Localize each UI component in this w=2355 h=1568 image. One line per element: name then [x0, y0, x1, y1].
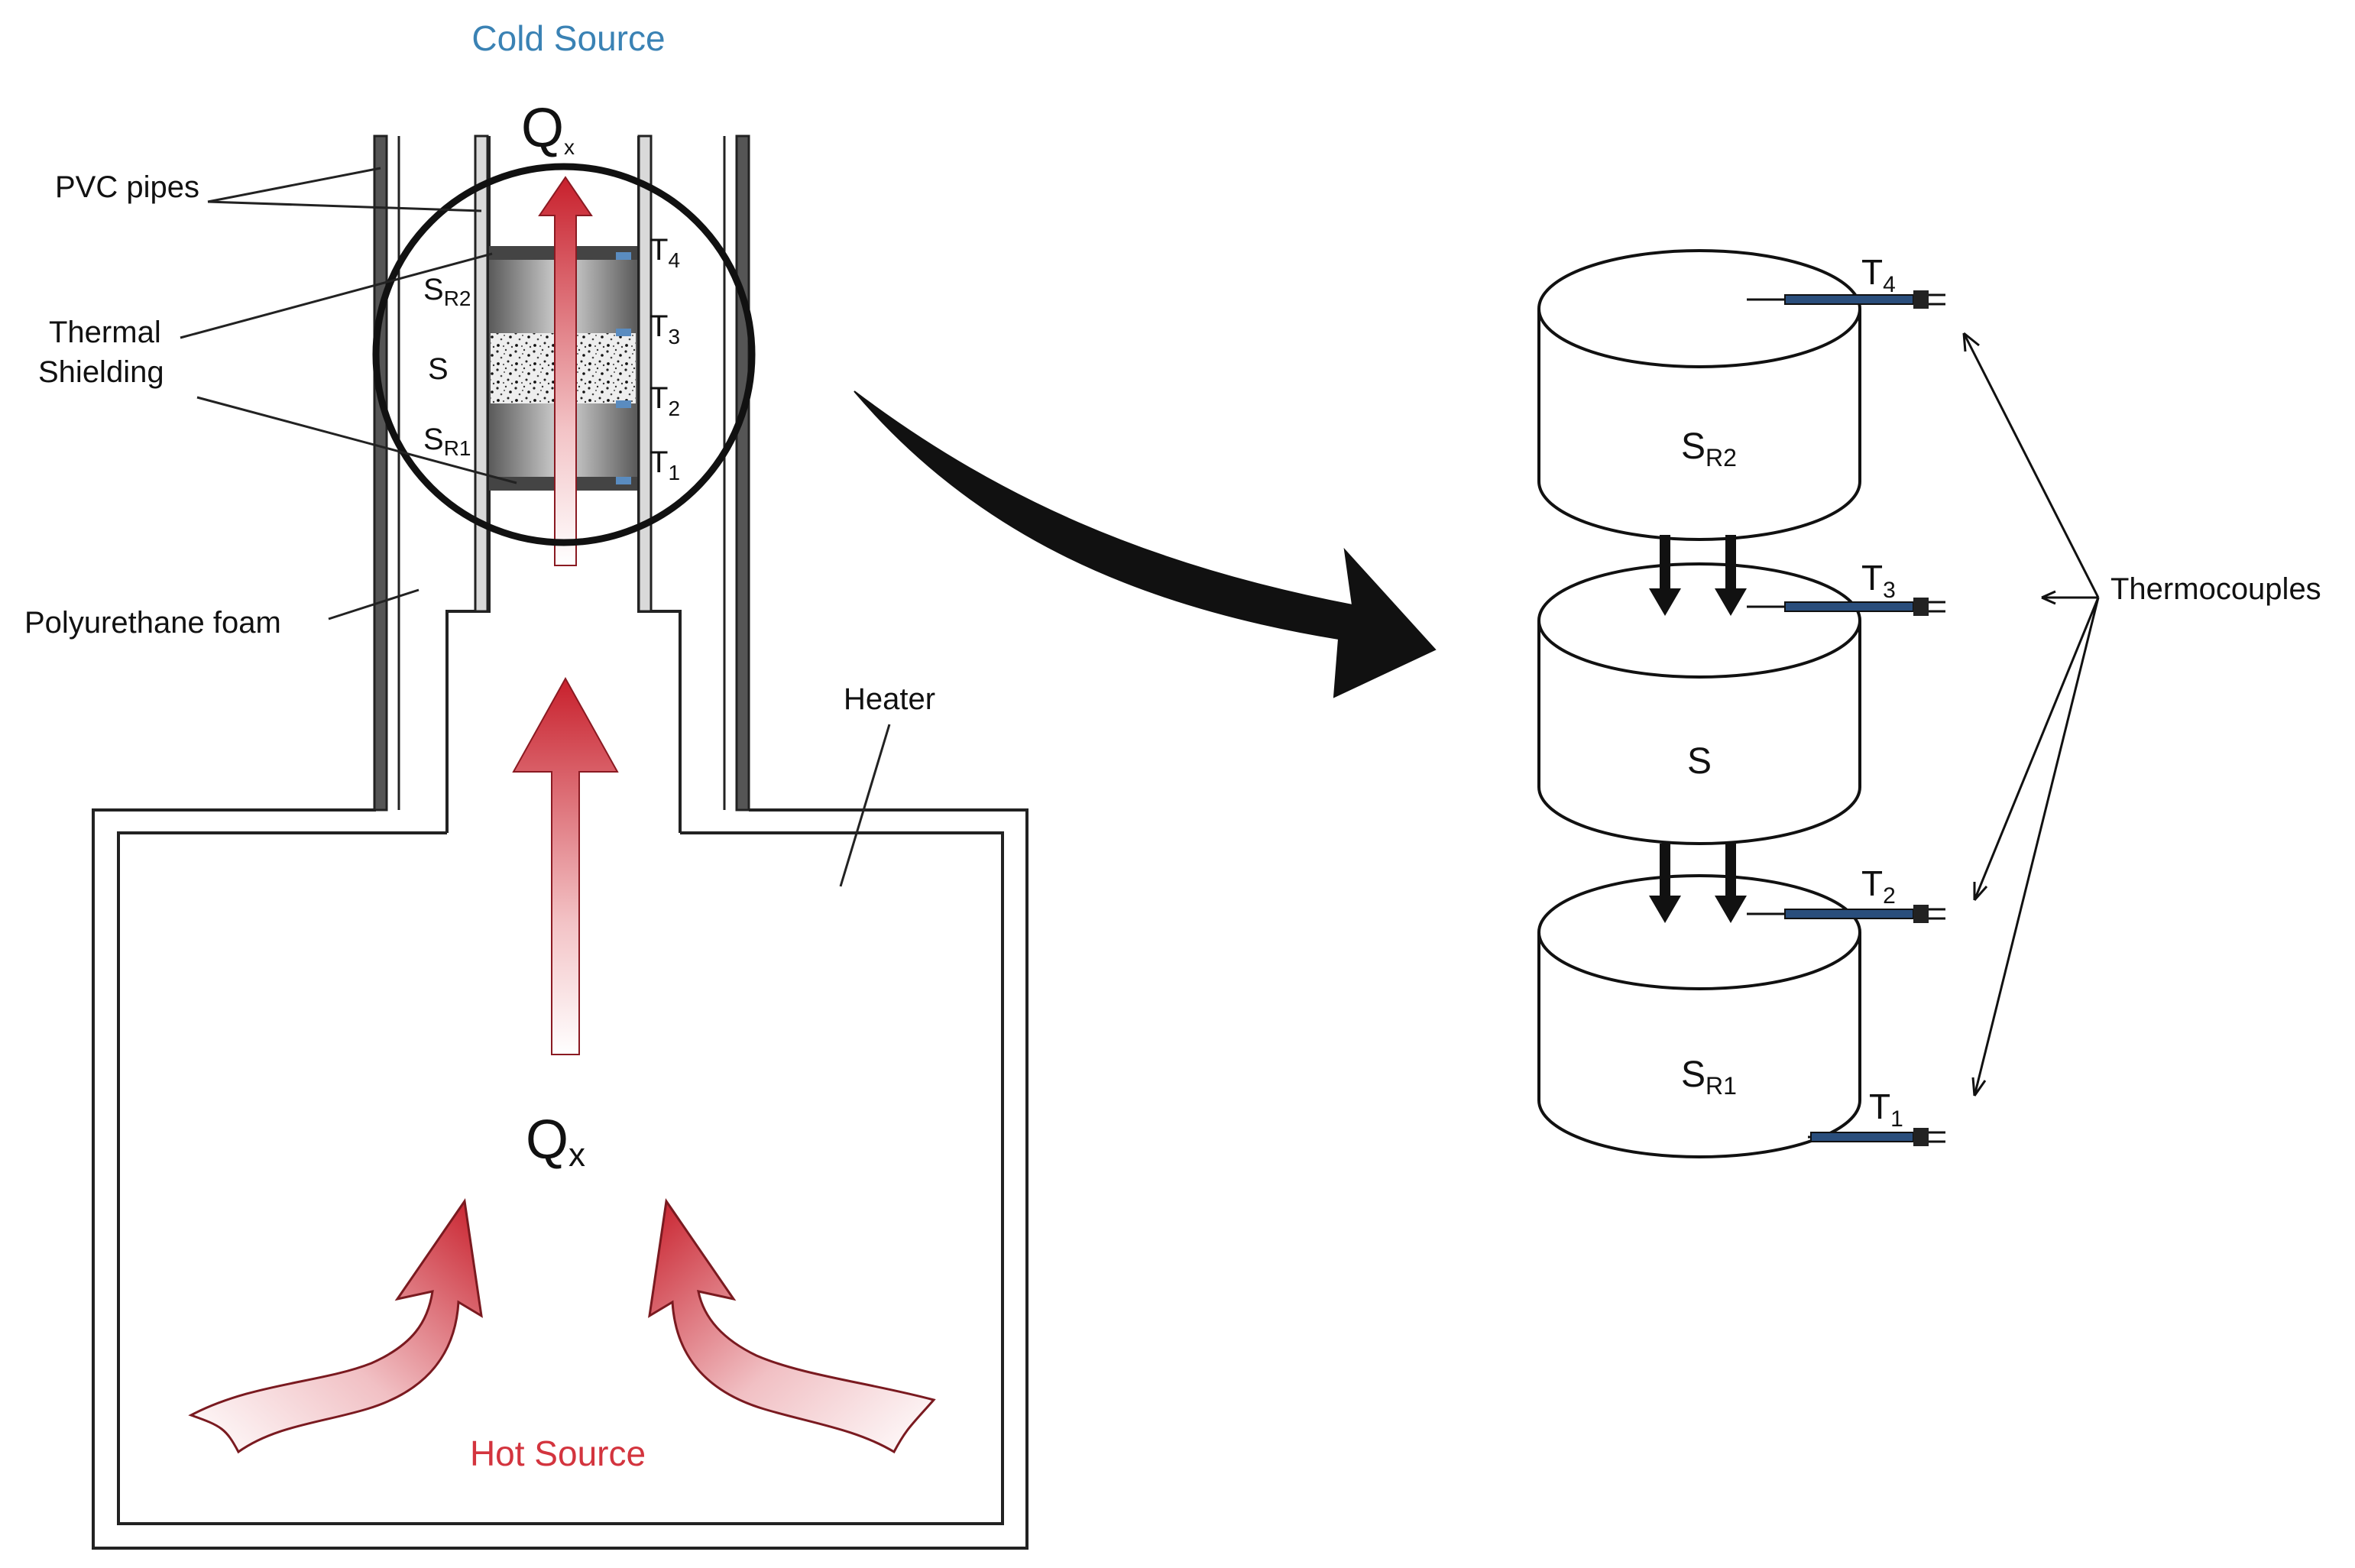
tc-tab-1 — [616, 477, 631, 484]
tc-tab-4 — [616, 252, 631, 260]
thermocouple-probe-t4 — [1747, 290, 1945, 309]
thermocouple-probe-t2 — [1747, 905, 1945, 923]
leader-shield-2 — [196, 396, 517, 484]
down-arrows-lower — [1649, 844, 1747, 923]
stack-label-t1: T1 — [649, 445, 680, 484]
thermocouple-probe-t3 — [1747, 598, 1945, 616]
down-arrows-upper — [1649, 535, 1747, 616]
tc-tab-3 — [616, 329, 631, 336]
heat-flow-arrow-main — [512, 676, 619, 1055]
magnifier-circle — [372, 163, 756, 546]
cyl-label-sr2: SR2 — [1681, 426, 1737, 471]
stack-label-t3: T3 — [649, 309, 680, 348]
stack-label-s: S — [428, 352, 449, 386]
pvc-pipe-left-outer — [373, 134, 388, 812]
qx-top-label: Qx — [521, 98, 575, 159]
curved-heat-arrow-right — [648, 1198, 936, 1454]
leader-pvc-1 — [207, 167, 381, 203]
heater-label: Heater — [844, 682, 935, 716]
heater-housing-outline — [92, 808, 1028, 1550]
pvc-pipe-left-inner — [474, 134, 489, 613]
probe-label-t4: T4 — [1861, 252, 1896, 297]
cylinder-sr2 — [1537, 249, 1861, 541]
pvc-pipe-right-inner — [637, 134, 653, 613]
leader-pvc-2 — [207, 200, 482, 212]
leader-foam — [328, 588, 419, 620]
cyl-label-sr1: SR1 — [1681, 1055, 1737, 1100]
cold-source-label: Cold Source — [471, 18, 665, 58]
heat-flow-arrow-top — [538, 176, 593, 566]
pvc-pipes-label: PVC pipes — [55, 170, 199, 204]
heater-housing-outer — [93, 136, 443, 810]
leader-shield-1 — [180, 252, 493, 339]
curved-heat-arrow-left — [188, 1198, 483, 1454]
cylinder-sr1 — [1537, 874, 1861, 1158]
thermocouples-label: Thermocouples — [2110, 572, 2321, 606]
thermocouples-callout-lines — [1962, 332, 2100, 1097]
thermal-shielding-label-2: Shielding — [38, 355, 164, 389]
thermal-shielding-label-1: Thermal — [49, 316, 161, 349]
leader-heater — [839, 724, 891, 887]
cyl-label-s: S — [1687, 741, 1712, 782]
qx-bottom-label: Qx — [526, 1110, 585, 1174]
thermocouple-probe-t1 — [1808, 1128, 1945, 1146]
polyurethane-foam-label: Polyurethane foam — [24, 606, 281, 640]
probe-label-t2: T2 — [1861, 863, 1896, 909]
probe-label-t3: T3 — [1861, 558, 1896, 603]
pvc-pipe-right-outer — [735, 134, 750, 812]
zoom-connector-arrow — [854, 390, 1437, 698]
probe-label-t1: T1 — [1869, 1087, 1903, 1132]
heater-inner-outline — [117, 831, 1004, 1525]
tc-tab-2 — [616, 400, 631, 408]
stack-label-t2: T2 — [649, 381, 680, 420]
stack-label-sr2: SR2 — [423, 273, 471, 310]
hot-source-label: Hot Source — [470, 1434, 646, 1473]
cylinder-s — [1537, 562, 1861, 845]
stack-label-sr1: SR1 — [423, 423, 471, 460]
stack-label-t4: T4 — [649, 233, 680, 272]
